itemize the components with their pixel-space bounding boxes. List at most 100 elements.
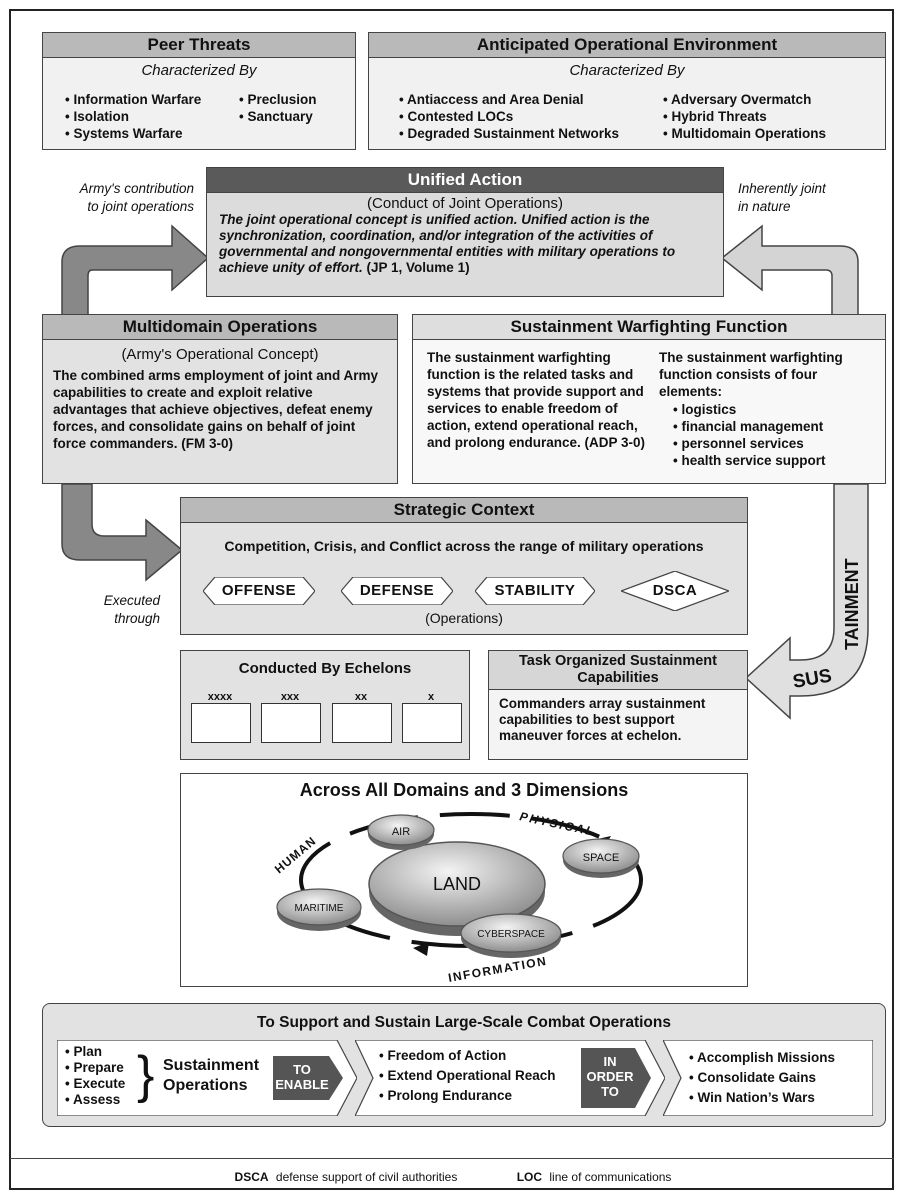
op-offense-label: OFFENSE	[221, 582, 297, 599]
aoe-subtitle: Characterized By	[569, 62, 685, 79]
loc-abbr: LOC	[516, 1170, 543, 1184]
list-item: Hybrid Threats	[663, 108, 826, 125]
op-defense-label: DEFENSE	[359, 582, 435, 599]
aoe-list-1: Antiaccess and Area Denial Contested LOC…	[399, 91, 619, 142]
list-item: Consolidate Gains	[689, 1068, 835, 1088]
aoe-title: Anticipated Operational Environment	[369, 33, 885, 58]
support-right-list: Accomplish Missions Consolidate Gains Wi…	[689, 1048, 835, 1108]
support-middle-segment: Freedom of Action Extend Operational Rea…	[355, 1040, 665, 1116]
support-panel: To Support and Sustain Large-Scale Comba…	[42, 1003, 886, 1127]
list-item: health service support	[673, 452, 825, 469]
mdo-box: Multidomain Operations (Army's Operation…	[42, 314, 398, 484]
space-label: SPACE	[583, 852, 619, 864]
dsca-definition: defense support of civil authorities	[275, 1170, 458, 1184]
dsca-abbr: DSCA	[234, 1170, 269, 1184]
echelon-box	[191, 703, 251, 743]
op-stability: STABILITY	[475, 577, 595, 605]
domains-graphic: LAND AIR SPACE CYBERSPACE MARITIME PHYSI…	[272, 809, 643, 985]
aoe-box: Anticipated Operational Environment Char…	[368, 32, 886, 150]
list-item: logistics	[673, 401, 826, 418]
cyberspace-label: CYBERSPACE	[477, 929, 545, 940]
brace-icon: }	[137, 1046, 155, 1104]
operations-label: (Operations)	[425, 610, 503, 626]
to-enable-chevron: TO ENABLE	[273, 1056, 343, 1100]
unified-action-ref: (JP 1, Volume 1)	[362, 260, 470, 275]
list-item: Multidomain Operations	[663, 125, 826, 142]
echelons-box: Conducted By Echelons xxxx xxx xx x	[180, 650, 470, 760]
executed-through-note: Executed through	[103, 593, 160, 626]
in-order-line-2: ORDER	[586, 1069, 634, 1084]
figure-frame	[9, 9, 894, 1190]
list-item: Degraded Sustainment Networks	[399, 125, 619, 142]
unified-action-subtitle: (Conduct of Joint Operations)	[367, 195, 563, 212]
mdo-text: The combined arms employment of joint an…	[53, 368, 379, 451]
unified-action-box: Unified Action (Conduct of Joint Operati…	[206, 167, 724, 297]
task-organized-text: Commanders array sustainment capabilitie…	[499, 696, 706, 743]
swf-title: Sustainment Warfighting Function	[413, 315, 885, 340]
footer-divider	[10, 1158, 894, 1159]
list-item: Antiaccess and Area Denial	[399, 91, 619, 108]
list-item: Isolation	[65, 108, 201, 125]
land-label: LAND	[433, 874, 481, 894]
mdo-subtitle: (Army's Operational Concept)	[121, 346, 319, 363]
support-middle-list: Freedom of Action Extend Operational Rea…	[379, 1046, 556, 1106]
list-item: Extend Operational Reach	[379, 1066, 555, 1086]
sustainment-arrow	[744, 483, 869, 720]
in-order-line-1: IN	[603, 1054, 617, 1069]
list-item: Contested LOCs	[399, 108, 619, 125]
arrow-mdo-to-unified	[61, 224, 210, 317]
swf-elements-list: logistics financial management personnel…	[673, 401, 826, 469]
support-steps-list: Plan Prepare Execute Assess	[65, 1044, 125, 1108]
task-organized-title: Task Organized Sustainment Capabilities	[489, 651, 747, 690]
sustainment-ops-line-1: Sustainment	[163, 1057, 260, 1074]
support-title: To Support and Sustain Large-Scale Comba…	[257, 1014, 671, 1031]
echelon-box	[402, 703, 462, 743]
list-item: Freedom of Action	[379, 1046, 556, 1066]
echelon-label: xx	[354, 691, 368, 703]
in-order-to-chevron: IN ORDER TO	[581, 1048, 651, 1108]
domains-box: Across All Domains and 3 Dimensions	[180, 773, 748, 987]
unified-action-text: The joint operational concept is unified…	[207, 212, 723, 276]
peer-threats-title: Peer Threats	[43, 33, 355, 58]
arrow-swf-to-unified	[720, 224, 859, 317]
to-enable-line-1: TO	[293, 1062, 311, 1077]
op-offense: OFFENSE	[203, 577, 315, 605]
op-stability-label: STABILITY	[494, 582, 576, 599]
information-label: INFORMATION	[447, 954, 548, 985]
aoe-list-2: Adversary Overmatch Hybrid Threats Multi…	[663, 91, 826, 142]
list-item: Prepare	[65, 1060, 125, 1076]
swf-left-text: The sustainment warfighting function is …	[427, 350, 646, 450]
peer-threats-list-2: Preclusion Sanctuary	[239, 91, 317, 125]
maritime-icon	[276, 888, 362, 931]
arrow-mdo-to-strategic	[61, 483, 184, 582]
loc-definition: line of communications	[549, 1170, 672, 1184]
domains-title: Across All Domains and 3 Dimensions	[299, 780, 629, 800]
physical-label: PHYSICAL	[518, 809, 596, 839]
list-item: Adversary Overmatch	[663, 91, 826, 108]
list-item: Prolong Endurance	[379, 1086, 556, 1106]
list-item: Sanctuary	[239, 108, 317, 125]
unified-action-definition: The joint operational concept is unified…	[219, 212, 676, 275]
list-item: Systems Warfare	[65, 125, 201, 142]
air-icon	[367, 814, 435, 850]
list-item: Win Nation’s Wars	[689, 1088, 835, 1108]
echelon-label: xxxx	[207, 691, 233, 703]
support-right-segment: Accomplish Missions Consolidate Gains Wi…	[663, 1040, 873, 1116]
list-item: Plan	[65, 1044, 125, 1060]
strategic-context-line: Competition, Crisis, and Conflict across…	[224, 538, 704, 554]
list-item: Accomplish Missions	[689, 1048, 835, 1068]
sustainment-operations-label: Sustainment Operations	[163, 1056, 259, 1096]
inherently-joint-note: Inherently joint in nature	[738, 181, 826, 214]
in-order-line-3: TO	[601, 1084, 619, 1099]
strategic-context-box: Strategic Context Competition, Crisis, a…	[180, 497, 748, 635]
support-left-segment: Plan Prepare Execute Assess } Sustainmen…	[57, 1040, 357, 1116]
op-defense: DEFENSE	[341, 577, 453, 605]
to-enable-line-2: ENABLE	[275, 1077, 329, 1092]
list-item: financial management	[673, 418, 826, 435]
task-organized-box: Task Organized Sustainment Capabilities …	[488, 650, 748, 760]
sustainment-ops-line-2: Operations	[163, 1077, 248, 1094]
mdo-title: Multidomain Operations	[43, 315, 397, 340]
maritime-label: MARITIME	[295, 903, 344, 914]
cyberspace-icon	[460, 913, 562, 958]
